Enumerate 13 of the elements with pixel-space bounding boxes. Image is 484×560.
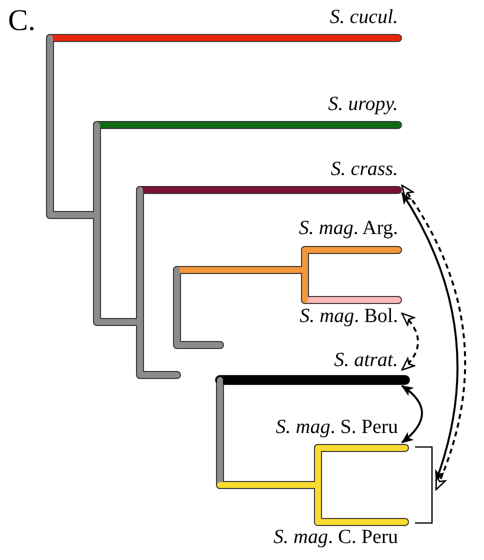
taxon-label: S. crass. bbox=[330, 158, 398, 181]
taxon-label: S. uropy. bbox=[328, 93, 398, 116]
taxon-label: S. mag. Arg. bbox=[298, 217, 398, 240]
dashed-arrow bbox=[401, 312, 419, 371]
taxon-label: S. atrat. bbox=[334, 349, 398, 372]
taxon-label: S. mag. Bol. bbox=[300, 305, 398, 328]
arrow bbox=[401, 385, 423, 444]
dashed-arrow bbox=[401, 184, 466, 490]
panel-letter: C. bbox=[8, 4, 36, 38]
taxon-label: S. mag. S. Peru bbox=[276, 416, 398, 439]
taxon-label: S. cucul. bbox=[330, 6, 398, 29]
arrow bbox=[401, 192, 458, 482]
taxon-label: S. mag. C. Peru bbox=[274, 526, 398, 549]
